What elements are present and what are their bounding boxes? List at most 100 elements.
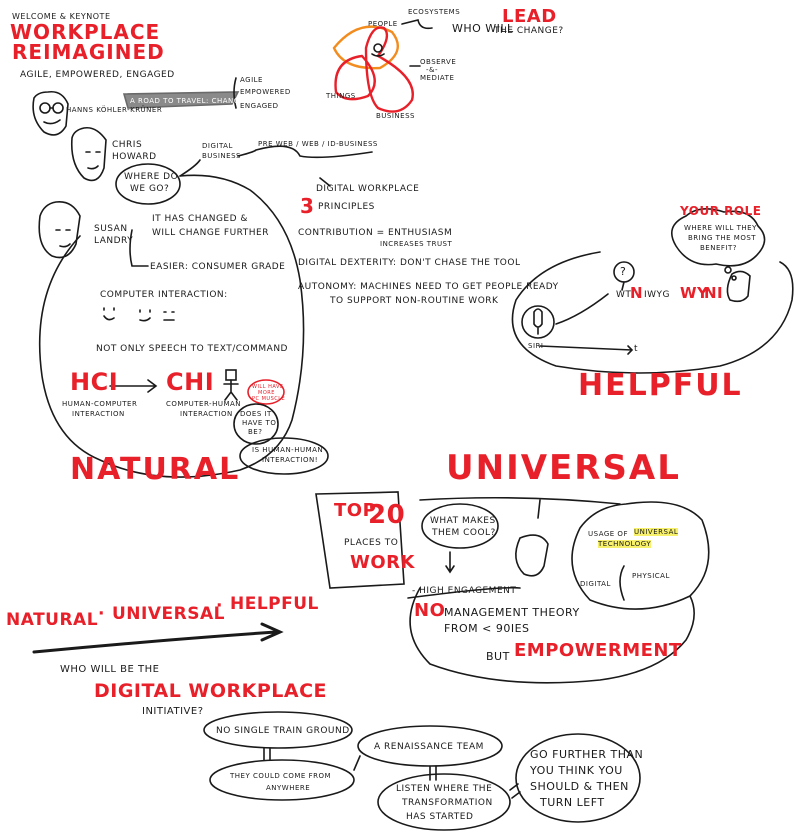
title-line1: WORKPLACE (10, 20, 161, 44)
helpful-heading: HELPFUL (578, 368, 743, 403)
footer-universal: UNIVERSAL (112, 604, 225, 624)
high-engagement: - HIGH ENGAGEMENT (412, 586, 517, 596)
principle-1-line2: INCREASES TRUST (380, 240, 453, 248)
management-label: MANAGEMENT THEORY (444, 606, 580, 619)
landry-name-1: SUSAN (94, 224, 128, 234)
eco-people: PEOPLE (368, 20, 398, 28)
natural-heading: NATURAL (70, 452, 241, 487)
eco-lead: LEAD (502, 6, 557, 27)
universal-heading: UNIVERSAL (446, 448, 681, 488)
helpful-loop (511, 251, 794, 374)
bubble-usage (571, 501, 710, 610)
principle-3-line1: AUTONOMY: MACHINES NEED TO GET PEOPLE RE… (298, 282, 559, 292)
bubble-human-human (239, 437, 329, 475)
human-1: IS HUMAN-HUMAN (252, 446, 324, 454)
does-it-1: DOES IT (240, 410, 272, 418)
digital-business-1: DIGITAL (202, 142, 233, 150)
could-2: ANYWHERE (266, 784, 311, 792)
places-label: PLACES TO (344, 538, 399, 548)
landry-computer: COMPUTER INTERACTION: (100, 290, 228, 300)
bubble-could-come (209, 759, 355, 801)
principle-1-line1: CONTRIBUTION = ENTHUSIASM (298, 228, 453, 238)
speaker-portrait-landry (38, 200, 81, 259)
usage-pre: USAGE OF (588, 530, 628, 538)
footer-natural: NATURAL (6, 610, 99, 630)
no-label: NO (414, 600, 446, 621)
footer-who: WHO WILL BE THE (60, 664, 160, 675)
go-1: GO FURTHER THAN (530, 748, 644, 761)
go-2: YOU THINK YOU (530, 764, 623, 777)
where-3: BENEFIT? (700, 244, 737, 252)
pre-web-label: PRE WEB / WEB / ID-BUSINESS (258, 140, 378, 148)
listen-1: LISTEN WHERE THE (396, 784, 493, 794)
no-single-label: NO SINGLE TRAIN GROUND (216, 726, 350, 736)
speaker-hanns-name: HANNS KÖHLER-KRÜNER (66, 106, 163, 114)
emoji-faces (103, 307, 175, 322)
robot-bubble-1: WILL HAVE (252, 384, 284, 390)
where-2: BRING THE MOST (688, 234, 757, 242)
robot-bubble-2: MORE (258, 390, 275, 396)
footer-digital-workplace: DIGITAL WORKPLACE (94, 680, 328, 702)
bubble-what-makes (421, 503, 499, 549)
chi-desc-2: INTERACTION (180, 410, 233, 418)
principles-number: 3 (300, 194, 315, 218)
siri-label: SIRI (528, 342, 544, 350)
siri-mic (521, 305, 555, 339)
footer-initiative: INITIATIVE? (142, 706, 204, 717)
speaker-portrait-hanns (32, 90, 69, 136)
eco-observe-3: MEDIATE (420, 74, 455, 82)
work-label: WORK (350, 552, 415, 573)
top-label: TOP (334, 500, 377, 521)
bubble-empowerment (407, 586, 695, 684)
wtn-n: N (630, 284, 644, 302)
howard-bubble-2: WE GO? (130, 184, 170, 194)
robot-bubble-3: PC MUSCLE (252, 396, 286, 402)
t-axis: t (634, 344, 639, 354)
human-2: INTERACTION! (262, 456, 319, 464)
usage-technology: TECHNOLOGY (598, 540, 652, 548)
bubble-where-do-we-go (115, 163, 181, 205)
wtn-ni: NI (704, 284, 724, 302)
principles-pre: DIGITAL WORKPLACE (316, 184, 420, 194)
robot-figure (223, 369, 239, 401)
footer-dot-1: · (98, 604, 105, 624)
hci-desc-2: INTERACTION (72, 410, 125, 418)
subtitle: AGILE, EMPOWERED, ENGAGED (20, 70, 175, 80)
wtn-wy: WY (680, 284, 709, 302)
eco-things: THINGS (326, 92, 356, 100)
does-it-3: BE? (248, 428, 263, 436)
go-3: SHOULD & THEN (530, 780, 629, 793)
top20-box (315, 491, 405, 589)
what-makes-2: THEM COOL? (432, 528, 496, 538)
road-label: A ROAD TO TRAVEL: CHANGE (130, 97, 245, 105)
howard-bubble-1: WHERE DO (124, 172, 179, 182)
eco-the-change: THE CHANGE? (494, 26, 564, 36)
title-line2: REIMAGINED (12, 40, 165, 64)
eco-who-will: WHO WILL (452, 22, 514, 35)
hci-label: HCI (70, 368, 119, 396)
natural-loop (38, 174, 305, 478)
twenty-label: 20 (368, 500, 406, 530)
bubble-go-further (515, 733, 641, 823)
universal-physical: PHYSICAL (632, 572, 670, 580)
where-1: WHERE WILL THEY (684, 224, 757, 232)
wtn-iwyg: IWYG (644, 290, 671, 300)
go-4: TURN LEFT (540, 796, 605, 809)
but-label: BUT (486, 650, 510, 663)
digital-business-2: BUSINESS (202, 152, 241, 160)
eco-observe-1: OBSERVE (420, 58, 457, 66)
eco-ecosystems: ECOSYSTEMS (408, 8, 461, 16)
ecosystem-trefoil (332, 25, 414, 113)
footer-helpful: HELPFUL (230, 594, 319, 614)
could-1: THEY COULD COME FROM (230, 772, 332, 780)
landry-changed-2: WILL CHANGE FURTHER (152, 228, 269, 238)
your-role: YOUR ROLE (680, 204, 762, 218)
renaissance-label: A RENAISSANCE TEAM (374, 742, 484, 752)
universal-digital: DIGITAL (580, 580, 611, 588)
principle-3-line2: TO SUPPORT NON-ROUTINE WORK (330, 296, 499, 306)
road-outcome-engaged: ENGAGED (240, 102, 279, 110)
listen-3: HAS STARTED (406, 812, 474, 822)
chi-label: CHI (166, 368, 215, 396)
